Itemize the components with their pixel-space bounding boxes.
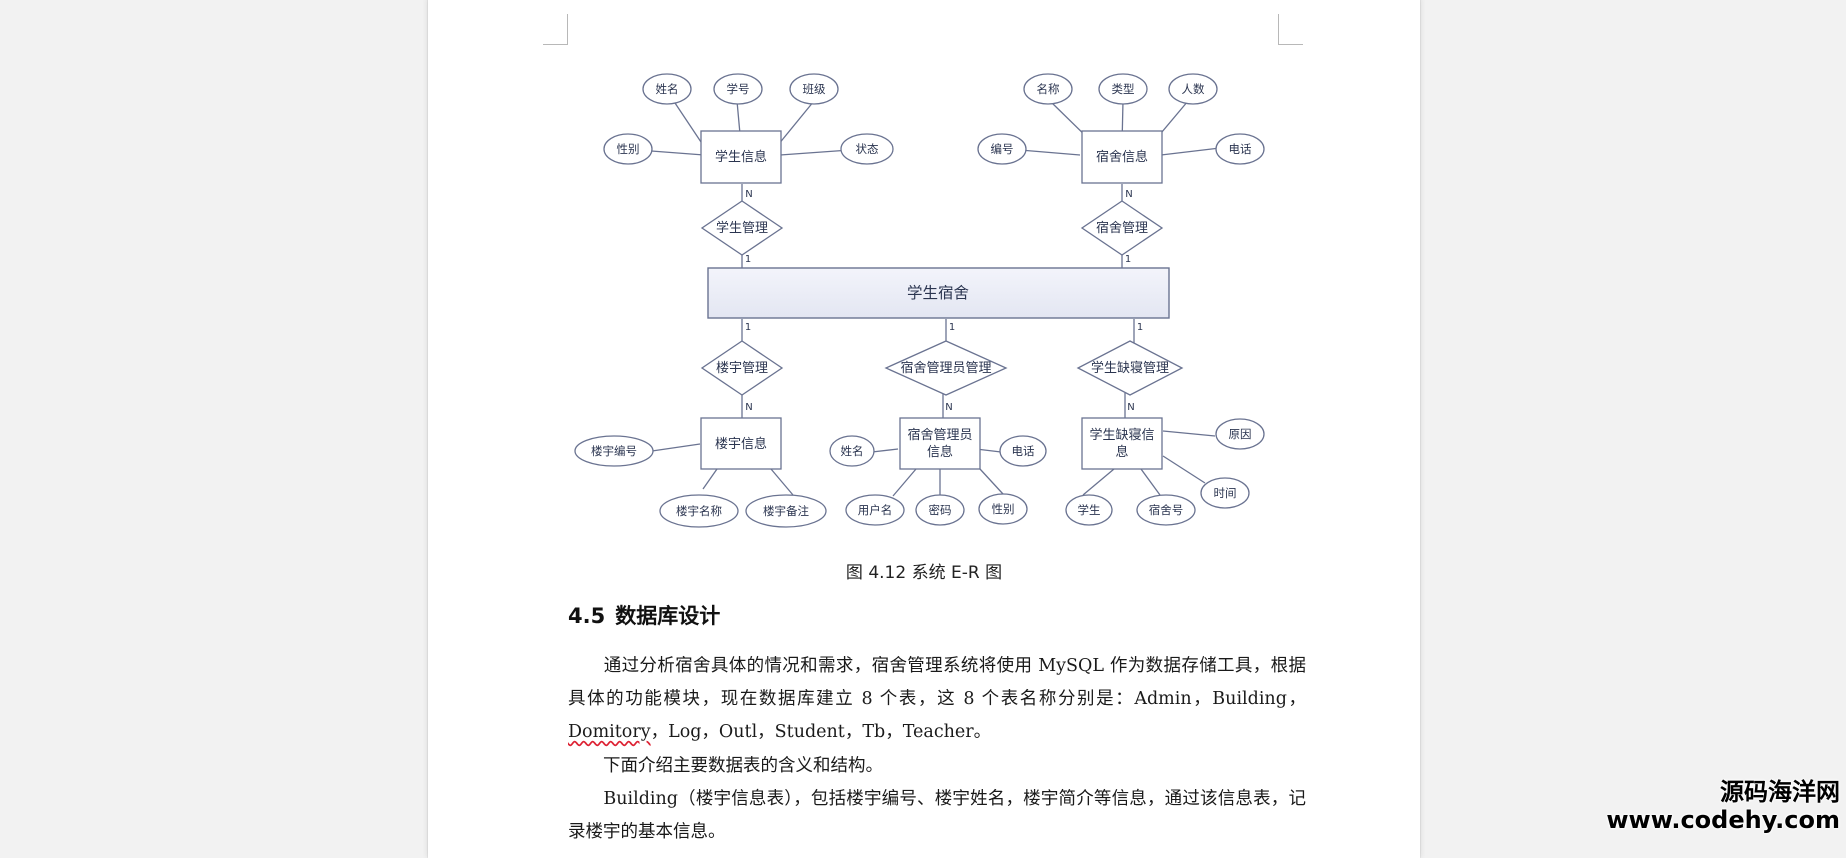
attr-building-name: 楼宇名称	[676, 504, 722, 518]
watermark-url: www.codehy.com	[1606, 806, 1840, 834]
crop-mark-top-right	[1278, 14, 1303, 45]
misspelled-word: Domitory	[568, 722, 651, 742]
entity-absence-info-line2: 息	[1115, 444, 1128, 460]
cardinality-mark: N	[745, 402, 752, 413]
rel-student-mgmt: 学生管理	[716, 220, 768, 236]
section-heading: 4.5 数据库设计	[568, 600, 720, 630]
cardinality-mark: N	[1127, 402, 1134, 413]
attr-student-class: 班级	[803, 82, 826, 96]
attr-admin-phone: 电话	[1012, 444, 1035, 458]
attr-student-gender: 性别	[617, 142, 640, 156]
rel-dorm-admin-mgmt: 宿舍管理员管理	[900, 360, 991, 376]
attr-admin-name: 姓名	[841, 444, 864, 458]
site-watermark: 源码海洋网 www.codehy.com	[1606, 778, 1840, 834]
figure-caption: 图 4.12 系统 E-R 图	[845, 563, 1003, 583]
cardinality-mark: 1	[1125, 254, 1131, 265]
attr-building-code: 楼宇编号	[591, 444, 637, 458]
cardinality-mark: 1	[745, 254, 751, 265]
attr-absence-time: 时间	[1214, 486, 1237, 500]
attr-absence-dorm-no: 宿舍号	[1149, 503, 1184, 517]
entity-building-info: 楼宇信息	[715, 436, 767, 452]
attr-dorm-type: 类型	[1112, 82, 1135, 96]
attr-dorm-phone: 电话	[1229, 142, 1252, 156]
entity-dorm-info: 宿舍信息	[1096, 149, 1148, 165]
entity-student-info: 学生信息	[715, 149, 767, 165]
attr-student-name: 姓名	[656, 82, 679, 96]
cardinality-mark: N	[1125, 189, 1132, 200]
attr-absence-student: 学生	[1078, 503, 1101, 517]
central-entity-label: 学生宿舍	[907, 284, 969, 302]
cardinality-mark: N	[945, 402, 952, 413]
entity-admin-info-line2: 信息	[927, 444, 953, 460]
paragraph-text: 通过分析宿舍具体的情况和需求，宿舍管理系统将使用 MySQL 作为数据存储工具，…	[568, 656, 1306, 709]
attr-dorm-name: 名称	[1037, 82, 1060, 96]
cardinality-mark: 1	[949, 322, 955, 333]
central-entity-box	[707, 267, 1170, 319]
cardinality-mark: 1	[745, 322, 751, 333]
attr-absence-reason: 原因	[1229, 427, 1252, 441]
rel-building-mgmt: 楼宇管理	[716, 361, 768, 376]
rel-dorm-mgmt: 宿舍管理	[1096, 220, 1148, 236]
paragraph-table-intro: 下面介绍主要数据表的含义和结构。	[568, 756, 883, 776]
entity-absence-info-line1: 学生缺寝信	[1089, 427, 1154, 443]
cardinality-mark: N	[745, 189, 752, 200]
attr-student-status: 状态	[856, 142, 879, 156]
section-number: 4.5	[568, 604, 606, 628]
attr-building-note: 楼宇备注	[763, 504, 809, 518]
rel-absence-mgmt: 学生缺寝管理	[1091, 360, 1169, 376]
er-diagram: N N 1 1 1 1 1 N N N	[574, 73, 1265, 528]
attr-dorm-code: 编号	[991, 142, 1014, 156]
attr-admin-password: 密码	[929, 503, 952, 517]
attr-student-id: 学号	[727, 82, 750, 96]
attr-admin-gender: 性别	[992, 502, 1015, 516]
attr-admin-username: 用户名	[858, 503, 893, 517]
entity-admin-info-line1: 宿舍管理员	[907, 427, 972, 443]
watermark-title: 源码海洋网	[1720, 778, 1840, 806]
section-title: 数据库设计	[615, 604, 721, 628]
document-page: N N 1 1 1 1 1 N N N	[428, 0, 1420, 858]
paragraph-text: ，Log，Outl，Student，Tb，Teacher。	[650, 722, 992, 742]
paragraph-building-table: Building（楼宇信息表），包括楼宇编号、楼宇姓名，楼宇简介等信息，通过该信…	[568, 789, 1306, 842]
paragraph-intro: 通过分析宿舍具体的情况和需求，宿舍管理系统将使用 MySQL 作为数据存储工具，…	[568, 650, 1306, 749]
cardinality-mark: 1	[1137, 322, 1143, 333]
attr-dorm-count: 人数	[1182, 82, 1205, 96]
crop-mark-top-left	[543, 14, 568, 45]
